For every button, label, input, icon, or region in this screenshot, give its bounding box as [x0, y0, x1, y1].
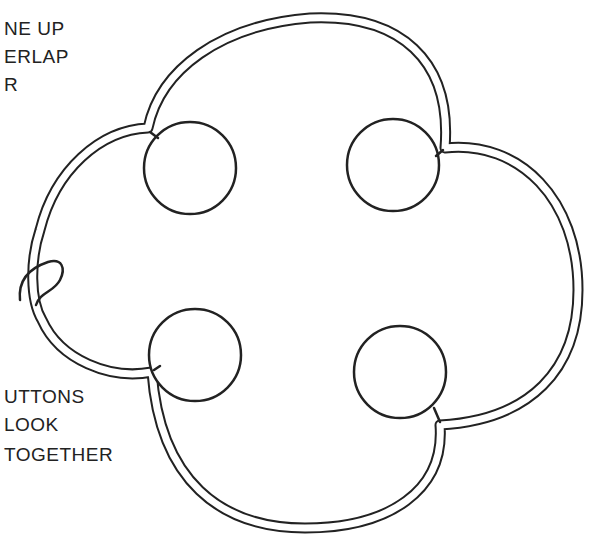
handwritten-note: NE UP [4, 18, 65, 40]
overlap-flap [20, 261, 63, 305]
button-link [150, 132, 158, 138]
handwritten-note: UTTONS [4, 386, 85, 408]
handwritten-note: LOOK [4, 414, 59, 436]
button-circle [144, 122, 236, 214]
button-circle [347, 119, 439, 211]
button-circle [149, 309, 241, 401]
button-link [436, 150, 443, 156]
button-circle [354, 326, 446, 418]
outline-inner [33, 18, 578, 528]
handwritten-note: R [4, 74, 18, 96]
handwritten-note: ERLAP [4, 46, 69, 68]
quatrefoil-outline [33, 18, 578, 528]
handwritten-note: TOGETHER [4, 444, 113, 466]
button-link [434, 408, 440, 422]
button-link [154, 366, 160, 370]
